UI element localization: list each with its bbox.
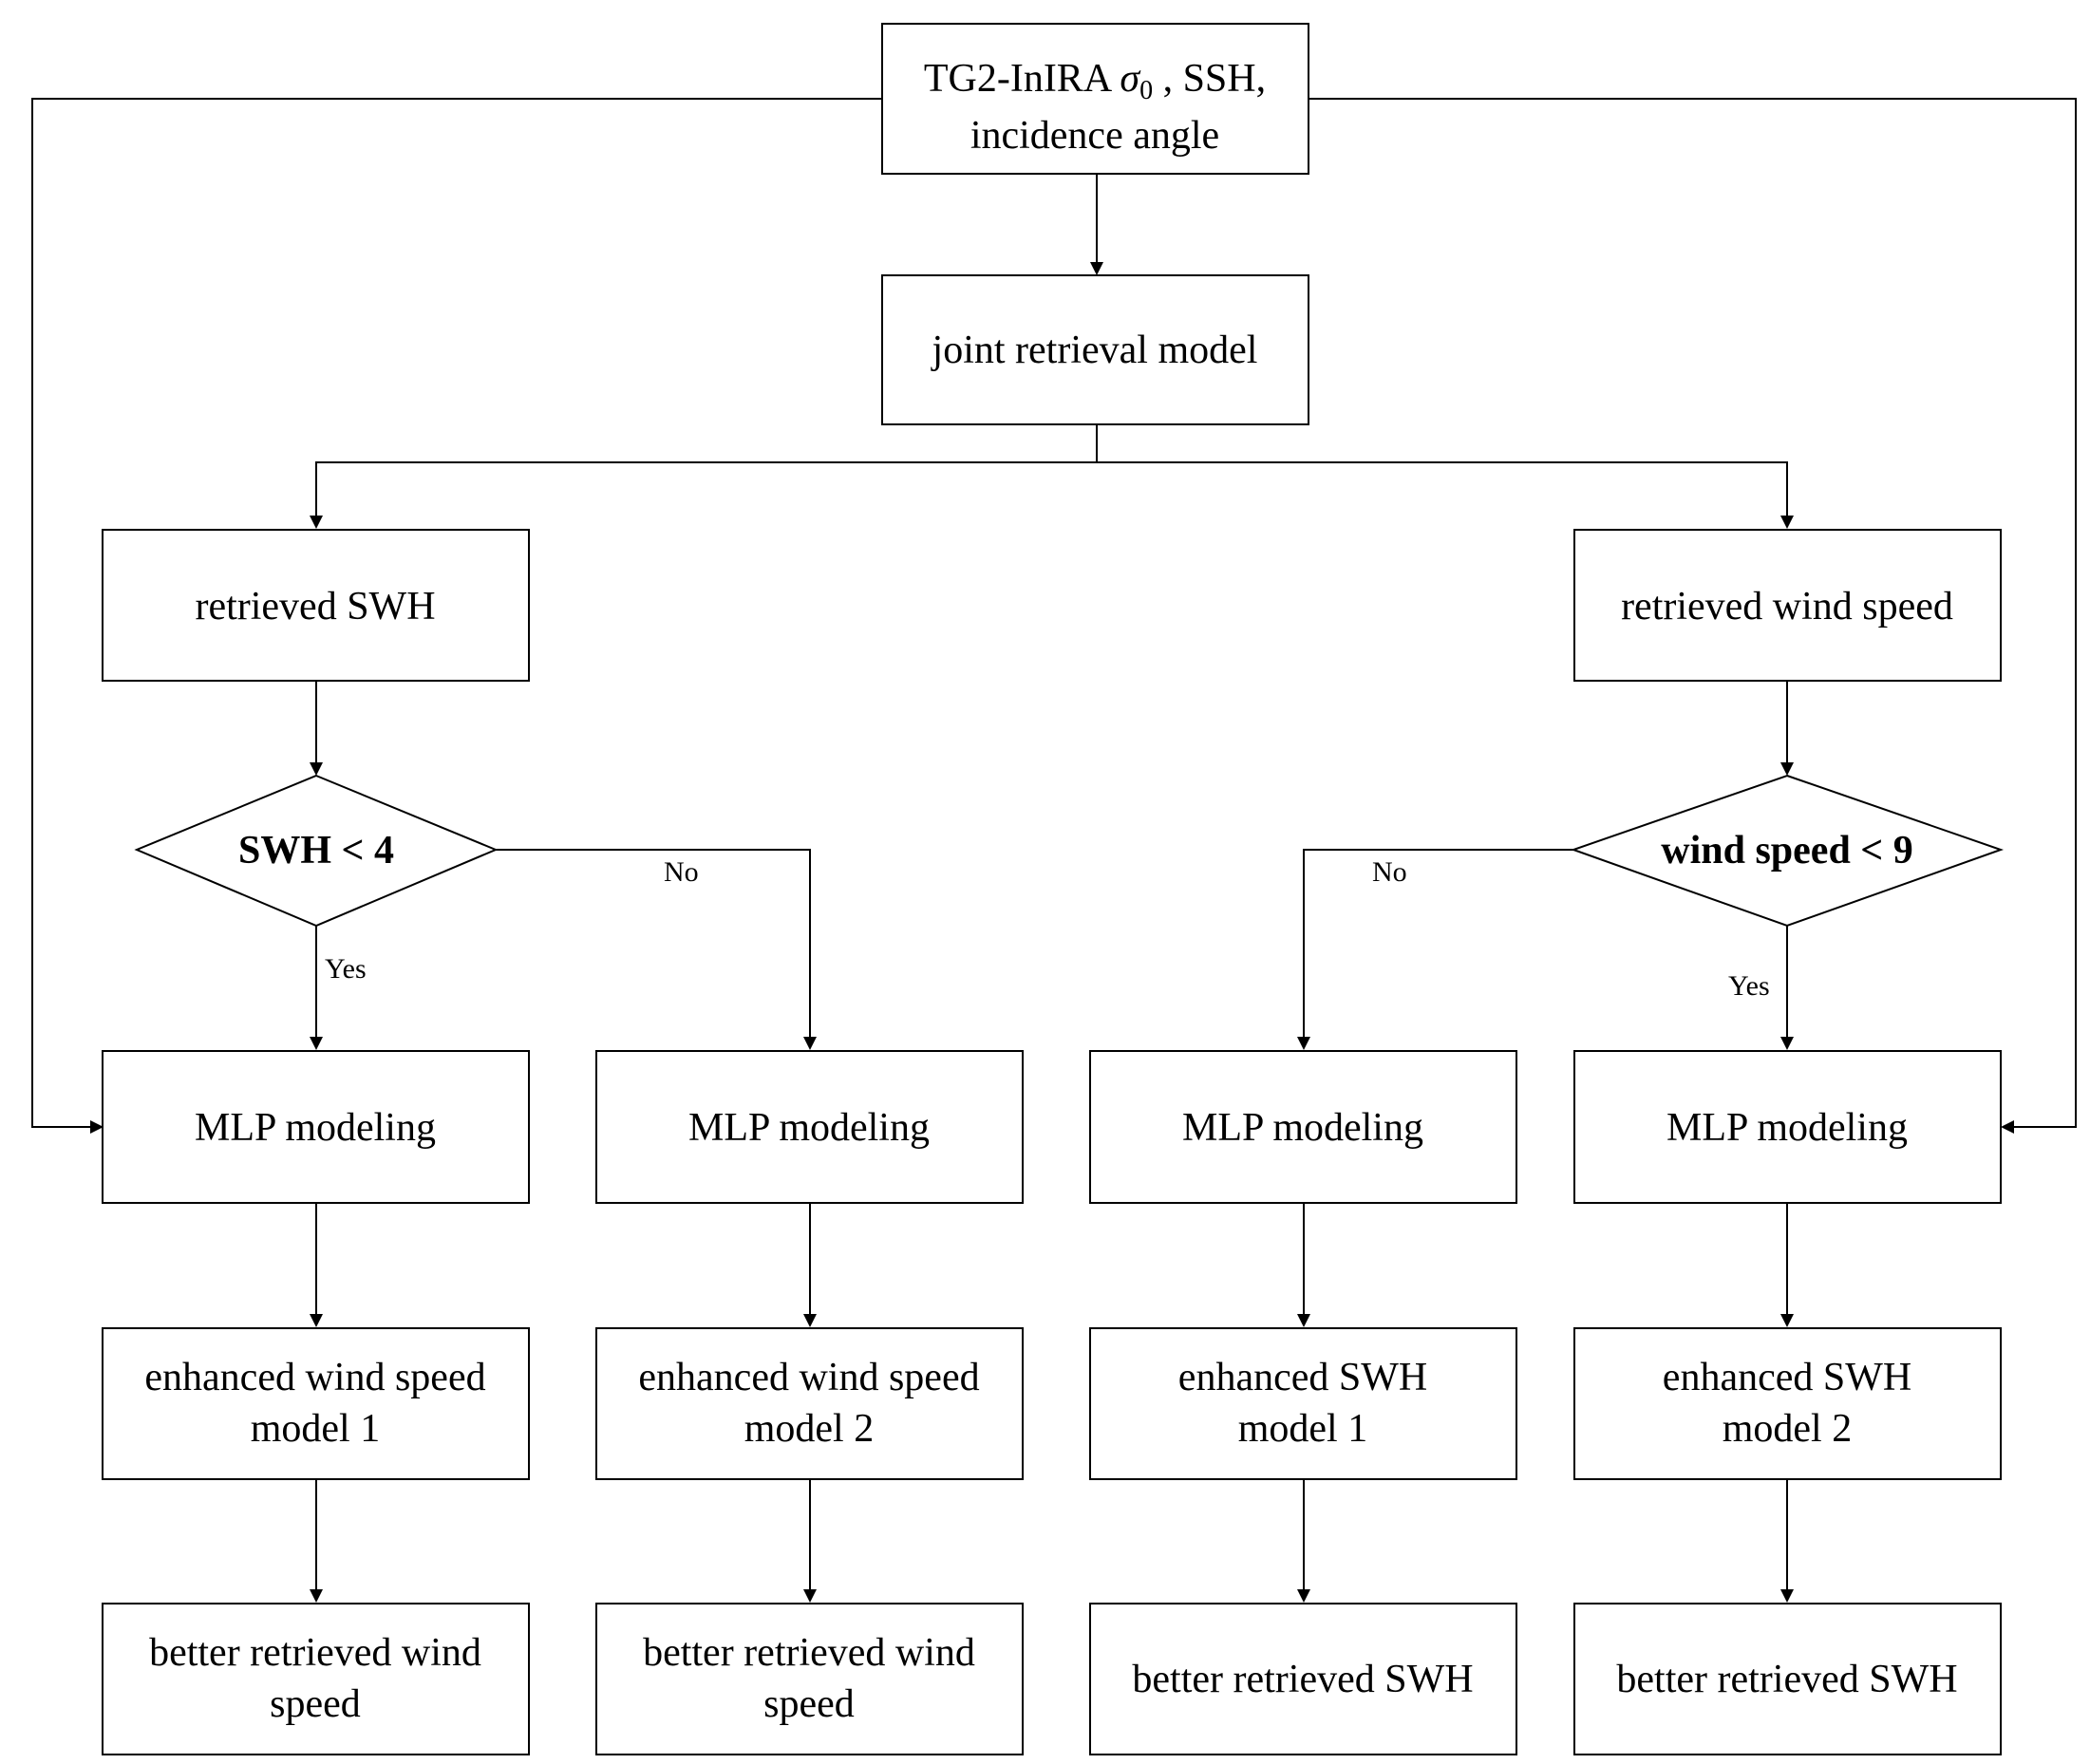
node-input: TG2-InIRA σ0 , SSH, incidence angle — [881, 23, 1309, 175]
node-joint-model: joint retrieval model — [881, 274, 1309, 425]
node-mlp-4-label: MLP modeling — [1666, 1106, 1908, 1150]
node-mlp-1: MLP modeling — [102, 1050, 530, 1204]
edge-joint-to-retrieved-wind — [1097, 461, 1794, 529]
node-out-2-line2: speed — [763, 1682, 855, 1726]
edge-joint-to-retrieved-swh — [310, 424, 1098, 529]
node-enh-1-line1: enhanced wind speed — [144, 1356, 485, 1399]
node-enh-1-line2: model 1 — [251, 1407, 380, 1451]
node-retrieved-wind-label: retrieved wind speed — [1621, 585, 1953, 629]
connectors — [31, 98, 2077, 1603]
node-joint-model-label: joint retrieval model — [931, 328, 1258, 372]
node-enh-2: enhanced wind speed model 2 — [595, 1327, 1024, 1480]
edge-input-to-mlp4 — [1309, 98, 2077, 1134]
node-retrieved-wind: retrieved wind speed — [1573, 529, 2002, 682]
node-out-2-line1: better retrieved wind — [643, 1631, 975, 1675]
edge-label-wind-no: No — [1372, 856, 1407, 888]
node-retrieved-swh: retrieved SWH — [102, 529, 530, 682]
node-input-line1: TG2-InIRA σ0 , SSH, — [924, 57, 1266, 105]
node-enh-4: enhanced SWH model 2 — [1573, 1327, 2002, 1480]
node-out-3-label: better retrieved SWH — [1132, 1658, 1473, 1701]
node-out-2: better retrieved wind speed — [595, 1603, 1024, 1755]
node-mlp-4: MLP modeling — [1573, 1050, 2002, 1204]
node-mlp-2: MLP modeling — [595, 1050, 1024, 1204]
node-enh-3-line1: enhanced SWH — [1178, 1356, 1427, 1399]
edge-input-to-mlp1 — [31, 98, 882, 1134]
node-out-1-line1: better retrieved wind — [149, 1631, 481, 1675]
node-out-1: better retrieved wind speed — [102, 1603, 530, 1755]
node-out-4-label: better retrieved SWH — [1616, 1658, 1957, 1701]
edge-swh-no-to-mlp2 — [496, 849, 817, 1050]
node-mlp-3: MLP modeling — [1089, 1050, 1517, 1204]
edge-label-wind-yes: Yes — [1728, 970, 1770, 1002]
node-enh-1: enhanced wind speed model 1 — [102, 1327, 530, 1480]
decision-wind: wind speed < 9 — [1570, 774, 2005, 928]
decision-swh: SWH < 4 — [134, 774, 499, 928]
node-enh-3-line2: model 1 — [1238, 1407, 1367, 1451]
edge-wind-no-to-mlp3 — [1297, 849, 1573, 1050]
node-enh-3: enhanced SWH model 1 — [1089, 1327, 1517, 1480]
node-out-3: better retrieved SWH — [1089, 1603, 1517, 1755]
decision-swh-label: SWH < 4 — [238, 829, 394, 873]
node-enh-4-line1: enhanced SWH — [1663, 1356, 1911, 1399]
node-enh-4-line2: model 2 — [1723, 1407, 1852, 1451]
edge-label-swh-yes: Yes — [325, 953, 367, 985]
node-input-line2: incidence angle — [970, 114, 1219, 158]
node-out-1-line2: speed — [270, 1682, 361, 1726]
node-mlp-3-label: MLP modeling — [1182, 1106, 1423, 1150]
edge-label-swh-no: No — [664, 856, 699, 888]
node-out-4: better retrieved SWH — [1573, 1603, 2002, 1755]
node-enh-2-line2: model 2 — [744, 1407, 874, 1451]
node-retrieved-swh-label: retrieved SWH — [195, 585, 435, 629]
node-mlp-1-label: MLP modeling — [195, 1106, 436, 1150]
decision-wind-label: wind speed < 9 — [1661, 829, 1913, 873]
node-enh-2-line1: enhanced wind speed — [638, 1356, 979, 1399]
node-mlp-2-label: MLP modeling — [688, 1106, 930, 1150]
